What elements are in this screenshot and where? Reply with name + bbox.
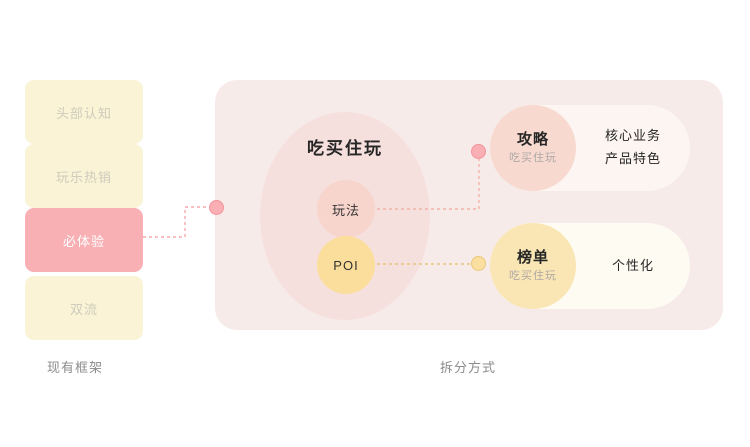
framework-card-shuangliu[interactable]: 双流 bbox=[25, 276, 143, 340]
connector-dot-bangdan bbox=[471, 256, 486, 271]
output-circle-gonglue[interactable]: 攻略 吃买住玩 bbox=[490, 105, 576, 191]
output-circle-bangdan[interactable]: 榜单 吃买住玩 bbox=[490, 223, 576, 309]
connector-dot-gonglue bbox=[471, 144, 486, 159]
connector-bitiyan-to-panel bbox=[143, 206, 211, 238]
output-tags-bangdan: 个性化 bbox=[576, 223, 690, 309]
framework-card-label: 玩乐热销 bbox=[55, 169, 112, 185]
framework-card-bitiyan[interactable]: 必体验 bbox=[25, 208, 143, 272]
bubble-label: POI bbox=[333, 257, 359, 273]
output-tags-gonglue: 核心业务 产品特色 bbox=[576, 105, 690, 191]
bubble-poi[interactable]: POI bbox=[317, 236, 375, 294]
output-tag: 核心业务 bbox=[604, 128, 661, 144]
connector-dot-panel-entry bbox=[209, 200, 224, 215]
caption-split-method: 拆分方式 bbox=[440, 360, 497, 375]
output-title: 榜单 bbox=[516, 248, 549, 266]
output-title: 攻略 bbox=[516, 130, 549, 148]
bubble-label: 玩法 bbox=[331, 202, 360, 218]
framework-card-wanle-rexiao[interactable]: 玩乐热销 bbox=[25, 144, 143, 208]
cluster-title: 吃买住玩 bbox=[307, 139, 383, 158]
output-tag: 个性化 bbox=[611, 257, 654, 273]
output-subtitle: 吃买住玩 bbox=[509, 269, 557, 282]
framework-card-label: 双流 bbox=[69, 301, 98, 317]
framework-card-toubu-renzhi[interactable]: 头部认知 bbox=[25, 80, 143, 144]
output-subtitle: 吃买住玩 bbox=[509, 151, 557, 164]
output-tag: 产品特色 bbox=[604, 151, 661, 166]
caption-existing-framework: 现有框架 bbox=[47, 360, 104, 375]
framework-card-label: 头部认知 bbox=[55, 105, 112, 121]
framework-card-label: 必体验 bbox=[62, 233, 105, 249]
bubble-wanfa[interactable]: 玩法 bbox=[317, 180, 375, 238]
